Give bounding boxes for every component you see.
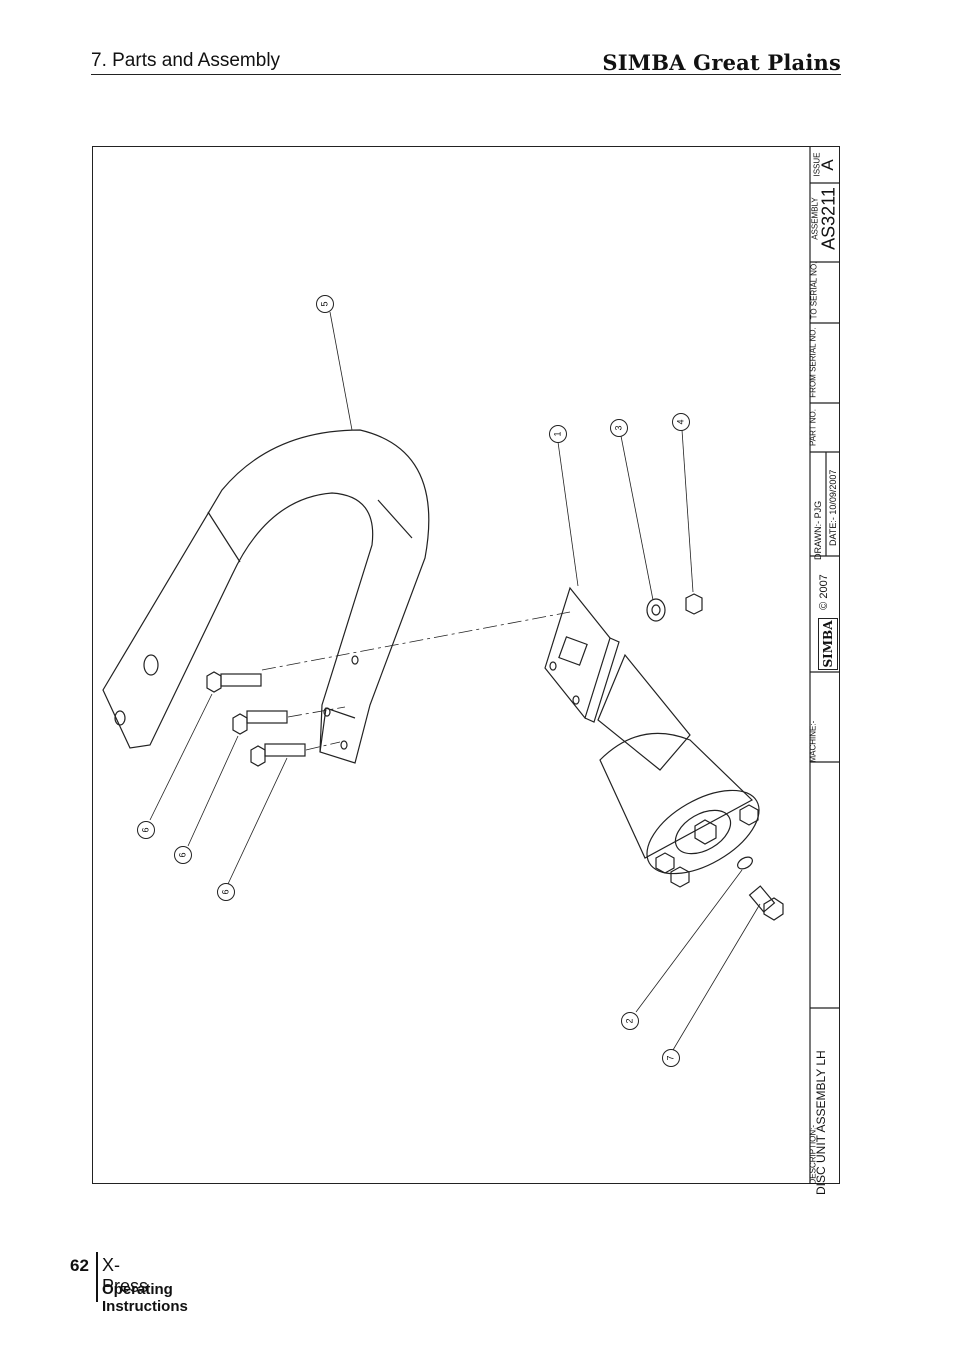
section-heading: 7. Parts and Assembly: [91, 50, 281, 71]
callout-6c: 6: [217, 883, 235, 901]
product-name: X-Press: [102, 1255, 149, 1296]
callout-label: 6: [177, 852, 188, 858]
header-rule: [91, 74, 841, 75]
callout-5: 5: [316, 295, 334, 313]
description: DISC UNIT ASSEMBLY LH: [814, 1050, 828, 1195]
brand-logo: SIMBA Great Plains: [602, 50, 841, 75]
drawing-date: DATE:- 10/09/2007: [828, 469, 838, 546]
callout-label: 4: [675, 419, 686, 425]
callout-label: 6: [220, 889, 231, 895]
callout-3: 3: [610, 419, 628, 437]
machine-label: MACHINE:-: [808, 720, 818, 763]
callout-label: 5: [319, 301, 330, 307]
callout-6a: 6: [137, 821, 155, 839]
callout-4: 4: [672, 413, 690, 431]
page-number: 62: [70, 1256, 89, 1275]
callout-1: 1: [549, 425, 567, 443]
copyright: © 2007: [818, 574, 830, 610]
from-serial-label: FROM SERIAL NO.: [808, 327, 818, 398]
footer-divider: [96, 1252, 98, 1302]
callout-7: 7: [662, 1049, 680, 1067]
callout-2: 2: [621, 1012, 639, 1030]
callout-label: 2: [624, 1018, 635, 1024]
callout-label: 7: [665, 1055, 676, 1061]
drawn-by: DRAWN:- PJG: [813, 500, 823, 560]
document-subtitle: Operating Instructions: [102, 1281, 188, 1315]
callout-label: 1: [552, 431, 563, 437]
assembly-number: AS3211: [818, 187, 839, 250]
drawing-frame: [92, 146, 840, 1184]
callout-6b: 6: [174, 846, 192, 864]
part-no-label: PART NO.: [808, 409, 818, 446]
simba-logo: SIMBA: [818, 618, 838, 670]
callout-label: 3: [613, 425, 624, 431]
callout-label: 6: [140, 827, 151, 833]
